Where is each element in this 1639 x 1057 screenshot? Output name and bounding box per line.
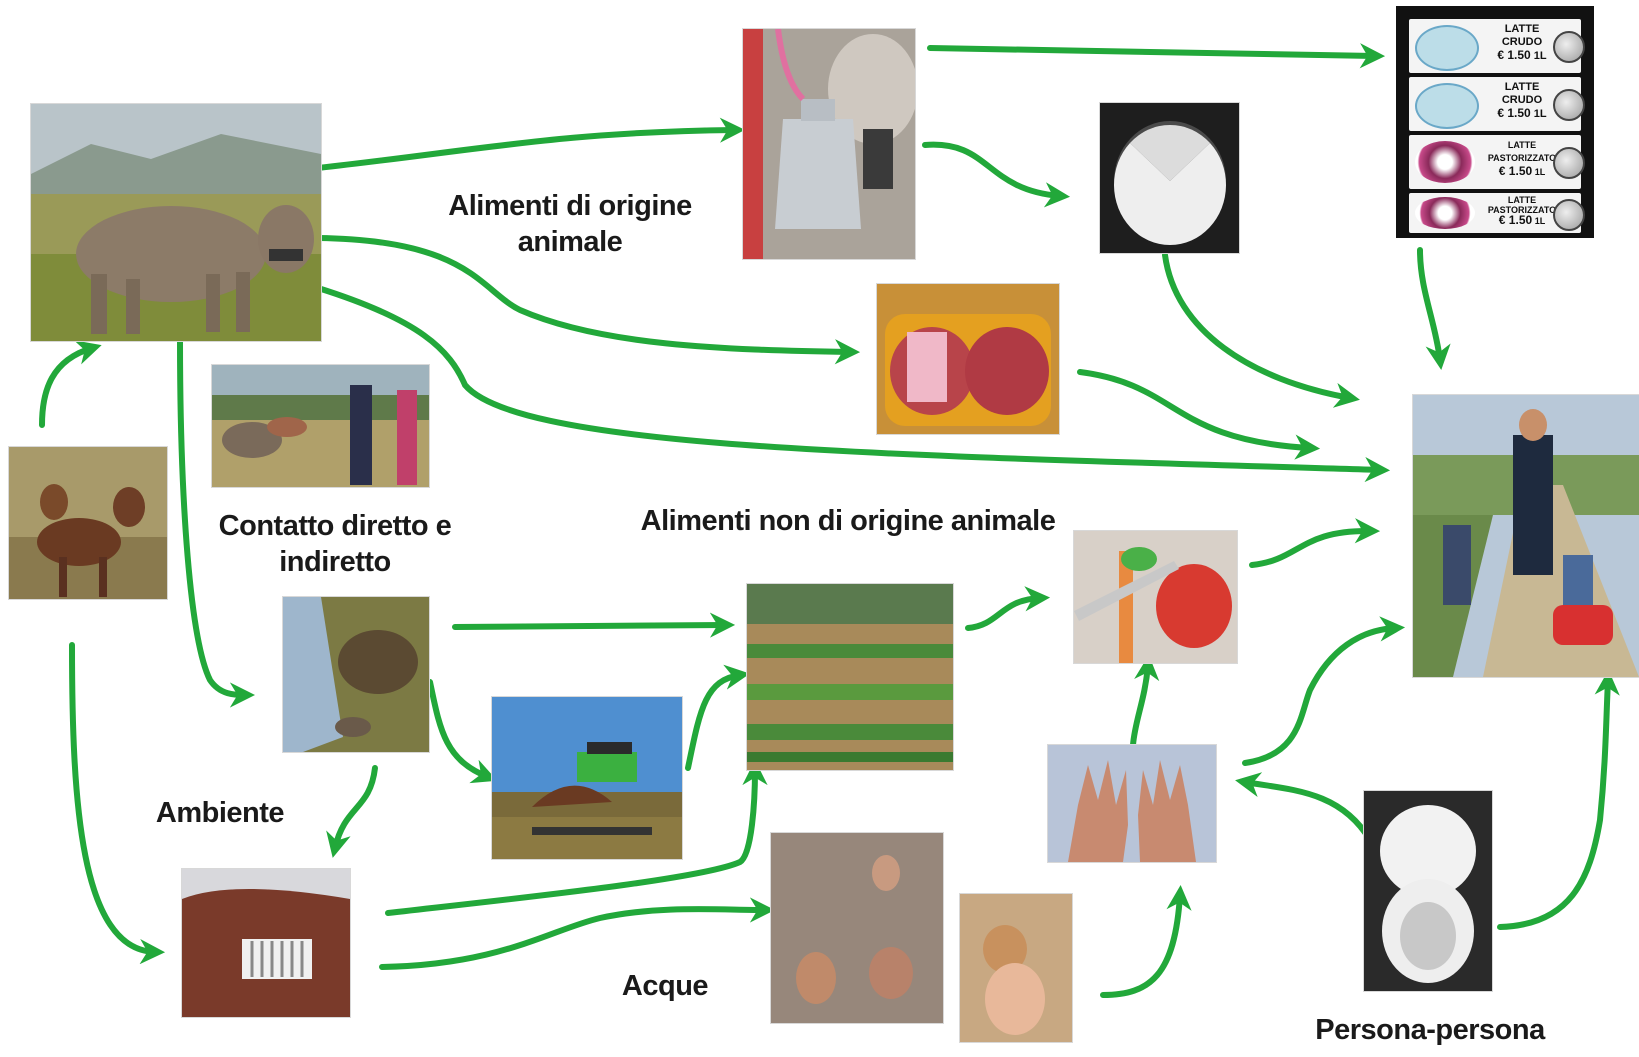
dairy-logo-icon [1415, 83, 1479, 129]
arrow-deer-to-cow [39, 340, 102, 428]
label-ambiente: Ambiente [155, 797, 285, 829]
child-sand-image [959, 893, 1073, 1043]
arrow-meat-to-family [1077, 369, 1321, 460]
arrow-dung-to-garden [452, 612, 736, 638]
arrow-drain-to-garden [385, 759, 768, 916]
arrow-cheese-to-family [1162, 252, 1360, 408]
dirty-hands-image [1047, 744, 1217, 863]
vending-button-1[interactable] [1553, 31, 1585, 63]
arrow-cow-to-meat [315, 235, 861, 365]
pepper-knife-image [1073, 530, 1238, 664]
label-alimenti-origine-animale: Alimenti di origine animale [448, 190, 692, 258]
arrow-deer-to-drain [69, 642, 166, 965]
vending-button-3[interactable] [1553, 147, 1585, 179]
deer-image [8, 446, 168, 600]
vending-button-4[interactable] [1553, 199, 1585, 231]
dairy-logo-icon [1415, 25, 1479, 71]
label-acque: Acque [621, 970, 709, 1002]
arrow-hands-to-pepper [1130, 654, 1160, 748]
label-alimenti-non-origine-animale: Alimenti non di origine animale [640, 505, 1056, 537]
tractor-image [491, 696, 683, 860]
flower-logo-icon [1415, 141, 1475, 183]
arrow-tractor-to-garden [685, 664, 750, 771]
milking-image [742, 28, 916, 260]
arrow-pepper-to-family [1249, 518, 1381, 568]
ground-meat-image [876, 283, 1060, 435]
family-walking-image [1412, 394, 1639, 678]
arrow-toilet-to-family [1497, 669, 1620, 930]
arrow-cow-to-milking [315, 117, 746, 171]
children-cows-image [211, 364, 430, 488]
label-persona-persona: Persona-persona [1315, 1014, 1545, 1046]
swimming-image [770, 832, 944, 1024]
cheese-image [1099, 102, 1240, 254]
arrow-dung-to-tractor [427, 679, 498, 784]
arrow-toilet-to-hands [1235, 772, 1373, 843]
flower-logo-icon [1415, 197, 1475, 229]
cow-image [30, 103, 322, 342]
dung-shoe-image [282, 596, 430, 753]
arrow-child-to-hands [1100, 884, 1192, 998]
arrow-milking-to-vending [927, 43, 1386, 69]
toilet-image [1363, 790, 1493, 992]
vending-button-2[interactable] [1553, 89, 1585, 121]
label-contatto-diretto-indiretto: Contatto diretto e indiretto [218, 510, 452, 578]
arrow-drain-to-swim [379, 897, 776, 970]
arrow-garden-to-pepper [965, 586, 1051, 631]
arrow-dung-to-drain [326, 765, 378, 858]
vegetable-garden-image [746, 583, 954, 771]
drain-image [181, 868, 351, 1018]
arrow-milking-to-cheese [922, 141, 1071, 208]
arrow-vending-to-family [1417, 247, 1451, 371]
arrow-cow-to-family [315, 285, 1391, 483]
arrow-hands-to-family [1242, 616, 1406, 766]
arrow-cow-to-dung [177, 337, 256, 708]
